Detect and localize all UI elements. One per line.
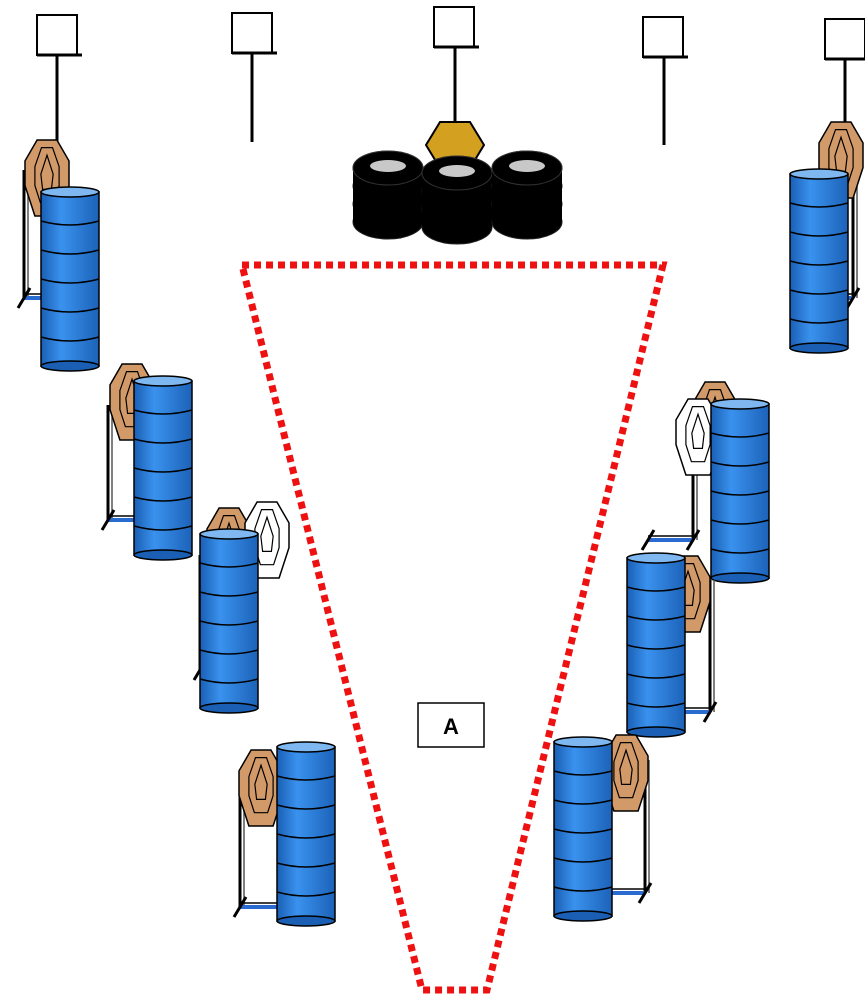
barrel-stack-right-3 — [626, 552, 686, 738]
start-box: A — [417, 702, 485, 748]
barrel-stack-left-3 — [199, 528, 259, 714]
barrel-stack-right-1 — [789, 168, 849, 354]
barrel-stack-left-2 — [133, 375, 193, 561]
tire-stack — [491, 150, 563, 240]
barrel-stack-left-1 — [40, 186, 100, 372]
barrel-stack-right-4 — [553, 736, 613, 922]
targets-layer — [16, 121, 864, 927]
tire-stack — [421, 155, 493, 245]
fault-line — [237, 261, 668, 994]
flag-post-3 — [433, 6, 479, 130]
flag-post-2 — [231, 12, 277, 142]
no-shoot-target-right-2 — [675, 398, 721, 476]
barrel-stack-right-2 — [710, 398, 770, 584]
flag-post-5 — [824, 18, 865, 130]
tire-stack — [352, 150, 424, 240]
tire-stacks — [352, 150, 563, 245]
flag-post-4 — [642, 16, 688, 145]
flag-post-1 — [36, 14, 82, 145]
start-box-label: A — [443, 714, 459, 739]
barrel-stack-left-4 — [276, 741, 336, 927]
paper-target-left-4 — [238, 749, 284, 827]
